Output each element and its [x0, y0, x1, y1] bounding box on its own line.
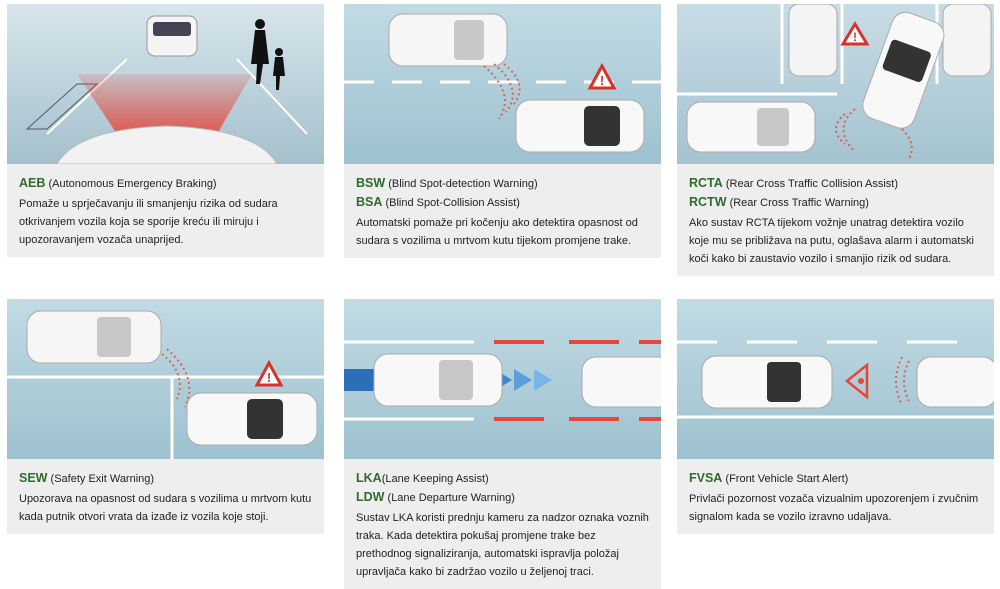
crosswalk-marking [25, 83, 99, 130]
lka-title: LKA(Lane Keeping Assist) [356, 469, 649, 488]
bsw-title: BSW (Blind Spot-detection Warning) [356, 174, 649, 193]
parked-car-icon [942, 4, 992, 77]
feature-card-lka: LKA(Lane Keeping Assist) LDW (Lane Depar… [344, 299, 661, 589]
svg-text:!: ! [853, 30, 857, 44]
aeb-scene-svg [25, 15, 308, 164]
warning-icon: ! [254, 359, 284, 387]
sew-illustration: ! [7, 299, 324, 459]
own-car-hood [56, 125, 278, 164]
lane-markings [677, 340, 994, 419]
rctw-full-name: (Rear Cross Traffic Warning) [729, 197, 869, 209]
parked-car-icon [788, 4, 838, 77]
radar-waves [835, 108, 913, 160]
far-car-icon [146, 15, 198, 57]
aeb-description: Pomaže u sprječavanju ili smanjenju rizi… [19, 198, 278, 246]
approaching-car-icon [26, 310, 162, 364]
alert-triangle-icon [844, 362, 869, 400]
fvsa-scene-svg [677, 340, 994, 419]
blind-spot-car-icon [388, 13, 508, 67]
rcta-scene-svg: ! [677, 4, 992, 160]
ldw-title: LDW (Lane Departure Warning) [356, 488, 649, 507]
own-car-icon [373, 353, 503, 407]
sew-caption: SEW (Safety Exit Warning) Upozorava na o… [7, 459, 324, 534]
fvsa-abbr: FVSA [689, 471, 723, 485]
svg-text:!: ! [267, 370, 271, 385]
feature-card-rcta: ! RCTA (Rear Cross Traffic Collision Ass… [677, 4, 994, 276]
bsw-scene-svg: ! [344, 13, 661, 153]
rcta-illustration: ! [677, 4, 994, 164]
lka-abbr: LKA [356, 471, 382, 485]
sew-full-name: (Safety Exit Warning) [50, 473, 155, 485]
warning-icon: ! [587, 62, 617, 90]
bsw-abbr: BSW [356, 176, 386, 190]
bsa-full-name: (Blind Spot-Collision Assist) [385, 197, 520, 209]
sew-scene-svg: ! [7, 310, 324, 459]
rcta-abbr: RCTA [689, 176, 723, 190]
feature-card-fvsa: FVSA (Front Vehicle Start Alert) Privlač… [677, 299, 994, 534]
crossing-car-icon [686, 101, 816, 153]
own-car-icon [515, 99, 645, 153]
radar-waves [895, 356, 910, 406]
rcta-title: RCTA (Rear Cross Traffic Collision Assis… [689, 174, 982, 193]
fvsa-full-name: (Front Vehicle Start Alert) [725, 473, 849, 485]
stopped-car-icon [186, 392, 318, 446]
radar-waves [161, 348, 191, 408]
rcta-description: Ako sustav RCTA tijekom vožnje unatrag d… [689, 217, 974, 265]
front-car-icon [916, 356, 994, 408]
radar-waves [483, 63, 521, 120]
own-car-icon [701, 355, 833, 409]
rcta-full-name: (Rear Cross Traffic Collision Assist) [725, 178, 899, 190]
feature-card-sew: ! SEW (Safety Exit Warning) Upozorava na… [7, 299, 324, 534]
svg-text:!: ! [600, 73, 604, 88]
sew-description: Upozorava na opasnost od sudara s vozili… [19, 493, 312, 523]
lka-full-name: (Lane Keeping Assist) [381, 473, 489, 485]
aeb-caption: AEB (Autonomous Emergency Braking) Pomaž… [7, 164, 324, 257]
ldw-abbr: LDW [356, 490, 385, 504]
aeb-title: AEB (Autonomous Emergency Braking) [19, 174, 312, 193]
lka-description: Sustav LKA koristi prednju kameru za nad… [356, 512, 649, 578]
bsw-caption: BSW (Blind Spot-detection Warning) BSA (… [344, 164, 661, 258]
feature-card-aeb: AEB (Autonomous Emergency Braking) Pomaž… [7, 4, 324, 257]
rcta-caption: RCTA (Rear Cross Traffic Collision Assis… [677, 164, 994, 276]
bsa-abbr: BSA [356, 195, 383, 209]
pedestrian-icon [251, 19, 285, 90]
warning-icon: ! [840, 21, 870, 46]
bsw-description: Automatski pomaže pri kočenju ako detekt… [356, 217, 638, 247]
lka-illustration [344, 299, 661, 459]
sew-abbr: SEW [19, 471, 48, 485]
fvsa-title: FVSA (Front Vehicle Start Alert) [689, 469, 982, 488]
rctw-title: RCTW (Rear Cross Traffic Warning) [689, 193, 982, 212]
lka-caption: LKA(Lane Keeping Assist) LDW (Lane Depar… [344, 459, 661, 589]
front-car-icon [581, 356, 661, 408]
sew-title: SEW (Safety Exit Warning) [19, 469, 312, 488]
ldw-full-name: (Lane Departure Warning) [387, 492, 515, 504]
bsw-illustration: ! [344, 4, 661, 164]
aeb-abbr: AEB [19, 176, 46, 190]
radar-cone [77, 74, 252, 134]
feature-card-bsw: ! BSW (Blind Spot-detection Warning) BSA… [344, 4, 661, 258]
aeb-full-name: (Autonomous Emergency Braking) [48, 178, 217, 190]
bsa-title: BSA (Blind Spot-Collision Assist) [356, 193, 649, 212]
fvsa-illustration [677, 299, 994, 459]
lane-markings [494, 340, 661, 421]
rctw-abbr: RCTW [689, 195, 727, 209]
reversing-car-icon [862, 11, 945, 129]
aeb-illustration [7, 4, 324, 164]
lka-scene-svg [344, 340, 661, 421]
fvsa-caption: FVSA (Front Vehicle Start Alert) Privlač… [677, 459, 994, 534]
bsw-full-name: (Blind Spot-detection Warning) [388, 178, 538, 190]
fvsa-description: Privlači pozornost vozača vizualnim upoz… [689, 493, 979, 523]
